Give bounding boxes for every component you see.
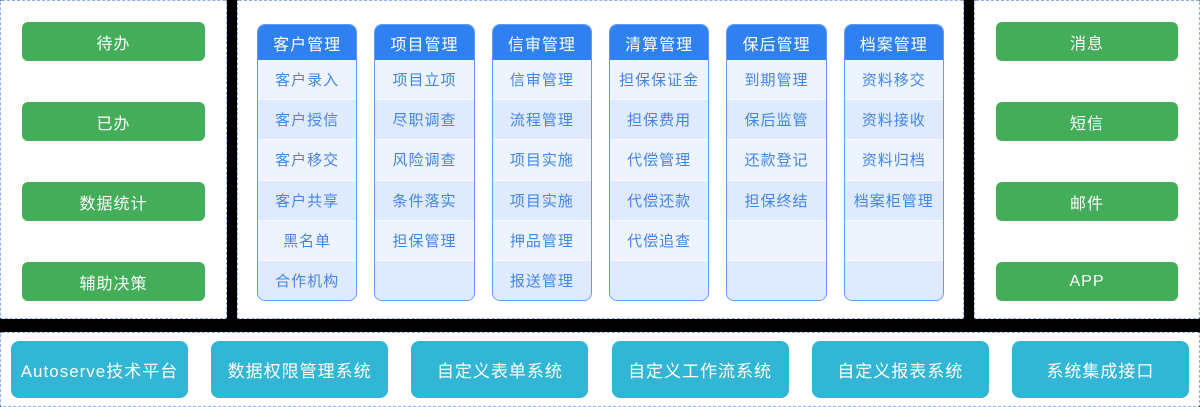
module-item[interactable]: 还款登记 [727,139,826,180]
module-item[interactable]: 押品管理 [492,219,591,260]
sms-button[interactable]: 短信 [996,102,1178,141]
todo-button[interactable]: 待办 [22,22,205,61]
module-item[interactable]: 资料接收 [844,99,943,140]
right-panel: 消息 短信 邮件 APP [974,0,1200,319]
module-body: 信审管理 流程管理 项目实施 项目实施 押品管理 报送管理 [492,60,591,300]
platform-panel: Autoserve技术平台 数据权限管理系统 自定义表单系统 自定义工作流系统 … [0,332,1200,407]
module-column-credit-review: 信审管理 信审管理 流程管理 项目实施 项目实施 押品管理 报送管理 [491,24,592,301]
module-body: 客户录入 客户授信 客户移交 客户共享 黑名单 合作机构 [258,60,357,300]
module-item[interactable]: 项目实施 [492,139,591,180]
module-item[interactable]: 条件落实 [375,179,474,220]
module-column-archive: 档案管理 资料移交 资料接收 资料归档 档案柜管理 [843,24,944,301]
module-header-customer: 客户管理 [258,25,357,60]
decision-support-button[interactable]: 辅助决策 [22,262,205,301]
module-item[interactable]: 担保终结 [727,179,826,220]
module-item[interactable]: 资料移交 [844,60,943,100]
module-item-empty [609,259,709,300]
data-statistics-button[interactable]: 数据统计 [22,182,205,221]
module-item[interactable]: 黑名单 [258,219,357,260]
message-button[interactable]: 消息 [996,22,1178,61]
module-item[interactable]: 代偿还款 [609,179,709,220]
modules-panel: 客户管理 客户录入 客户授信 客户移交 客户共享 黑名单 合作机构 项目管理 项… [237,0,964,319]
module-body: 项目立项 尽职调查 风险调查 条件落实 担保管理 [375,60,474,300]
custom-form-system-button[interactable]: 自定义表单系统 [411,341,589,398]
module-header-post-guarantee: 保后管理 [727,25,826,60]
module-column-customer: 客户管理 客户录入 客户授信 客户移交 客户共享 黑名单 合作机构 [257,24,358,301]
module-item[interactable]: 合作机构 [258,259,357,300]
module-body: 到期管理 保后监管 还款登记 担保终结 [727,60,826,300]
module-item[interactable]: 信审管理 [492,60,591,100]
module-column-post-guarantee: 保后管理 到期管理 保后监管 还款登记 担保终结 [726,24,827,301]
module-column-project: 项目管理 项目立项 尽职调查 风险调查 条件落实 担保管理 [374,24,475,301]
module-item-empty [727,259,826,300]
app-button[interactable]: APP [996,262,1178,301]
module-item[interactable]: 项目实施 [492,179,591,220]
custom-workflow-system-button[interactable]: 自定义工作流系统 [611,341,789,398]
module-header-project: 项目管理 [375,25,474,60]
top-row: 待办 已办 数据统计 辅助决策 客户管理 客户录入 客户授信 客户移交 客户共享… [0,0,1200,319]
module-item[interactable]: 资料归档 [844,139,943,180]
module-item[interactable]: 到期管理 [727,60,826,100]
module-item[interactable]: 风险调查 [375,139,474,180]
module-item[interactable]: 客户共享 [258,179,357,220]
module-item[interactable]: 客户授信 [258,99,357,140]
module-item-empty [844,259,943,300]
module-item[interactable]: 档案柜管理 [844,179,943,220]
module-item-empty [844,219,943,260]
module-item[interactable]: 代偿追查 [609,219,709,260]
module-item-empty [727,219,826,260]
module-body: 担保保证金 担保费用 代偿管理 代偿还款 代偿追查 [609,60,709,300]
module-header-credit-review: 信审管理 [492,25,591,60]
module-item[interactable]: 保后监管 [727,99,826,140]
module-item[interactable]: 项目立项 [375,60,474,100]
module-item[interactable]: 担保费用 [609,99,709,140]
tech-platform-button[interactable]: Autoserve技术平台 [11,341,188,398]
module-item[interactable]: 客户移交 [258,139,357,180]
done-button[interactable]: 已办 [22,102,205,141]
module-item[interactable]: 客户录入 [258,60,357,100]
module-item[interactable]: 报送管理 [492,259,591,300]
system-integration-button[interactable]: 系统集成接口 [1011,341,1189,398]
module-item[interactable]: 代偿管理 [609,139,709,180]
module-header-archive: 档案管理 [844,25,943,60]
module-item[interactable]: 担保管理 [375,219,474,260]
module-item[interactable]: 流程管理 [492,99,591,140]
module-item[interactable]: 担保保证金 [609,60,709,100]
data-permission-system-button[interactable]: 数据权限管理系统 [211,341,389,398]
module-column-liquidation: 清算管理 担保保证金 担保费用 代偿管理 代偿还款 代偿追查 [608,24,710,301]
email-button[interactable]: 邮件 [996,182,1178,221]
module-item-empty [375,259,474,300]
left-panel: 待办 已办 数据统计 辅助决策 [0,0,227,319]
module-item[interactable]: 尽职调查 [375,99,474,140]
module-body: 资料移交 资料接收 资料归档 档案柜管理 [844,60,943,300]
module-header-liquidation: 清算管理 [609,25,709,60]
custom-report-system-button[interactable]: 自定义报表系统 [811,341,989,398]
